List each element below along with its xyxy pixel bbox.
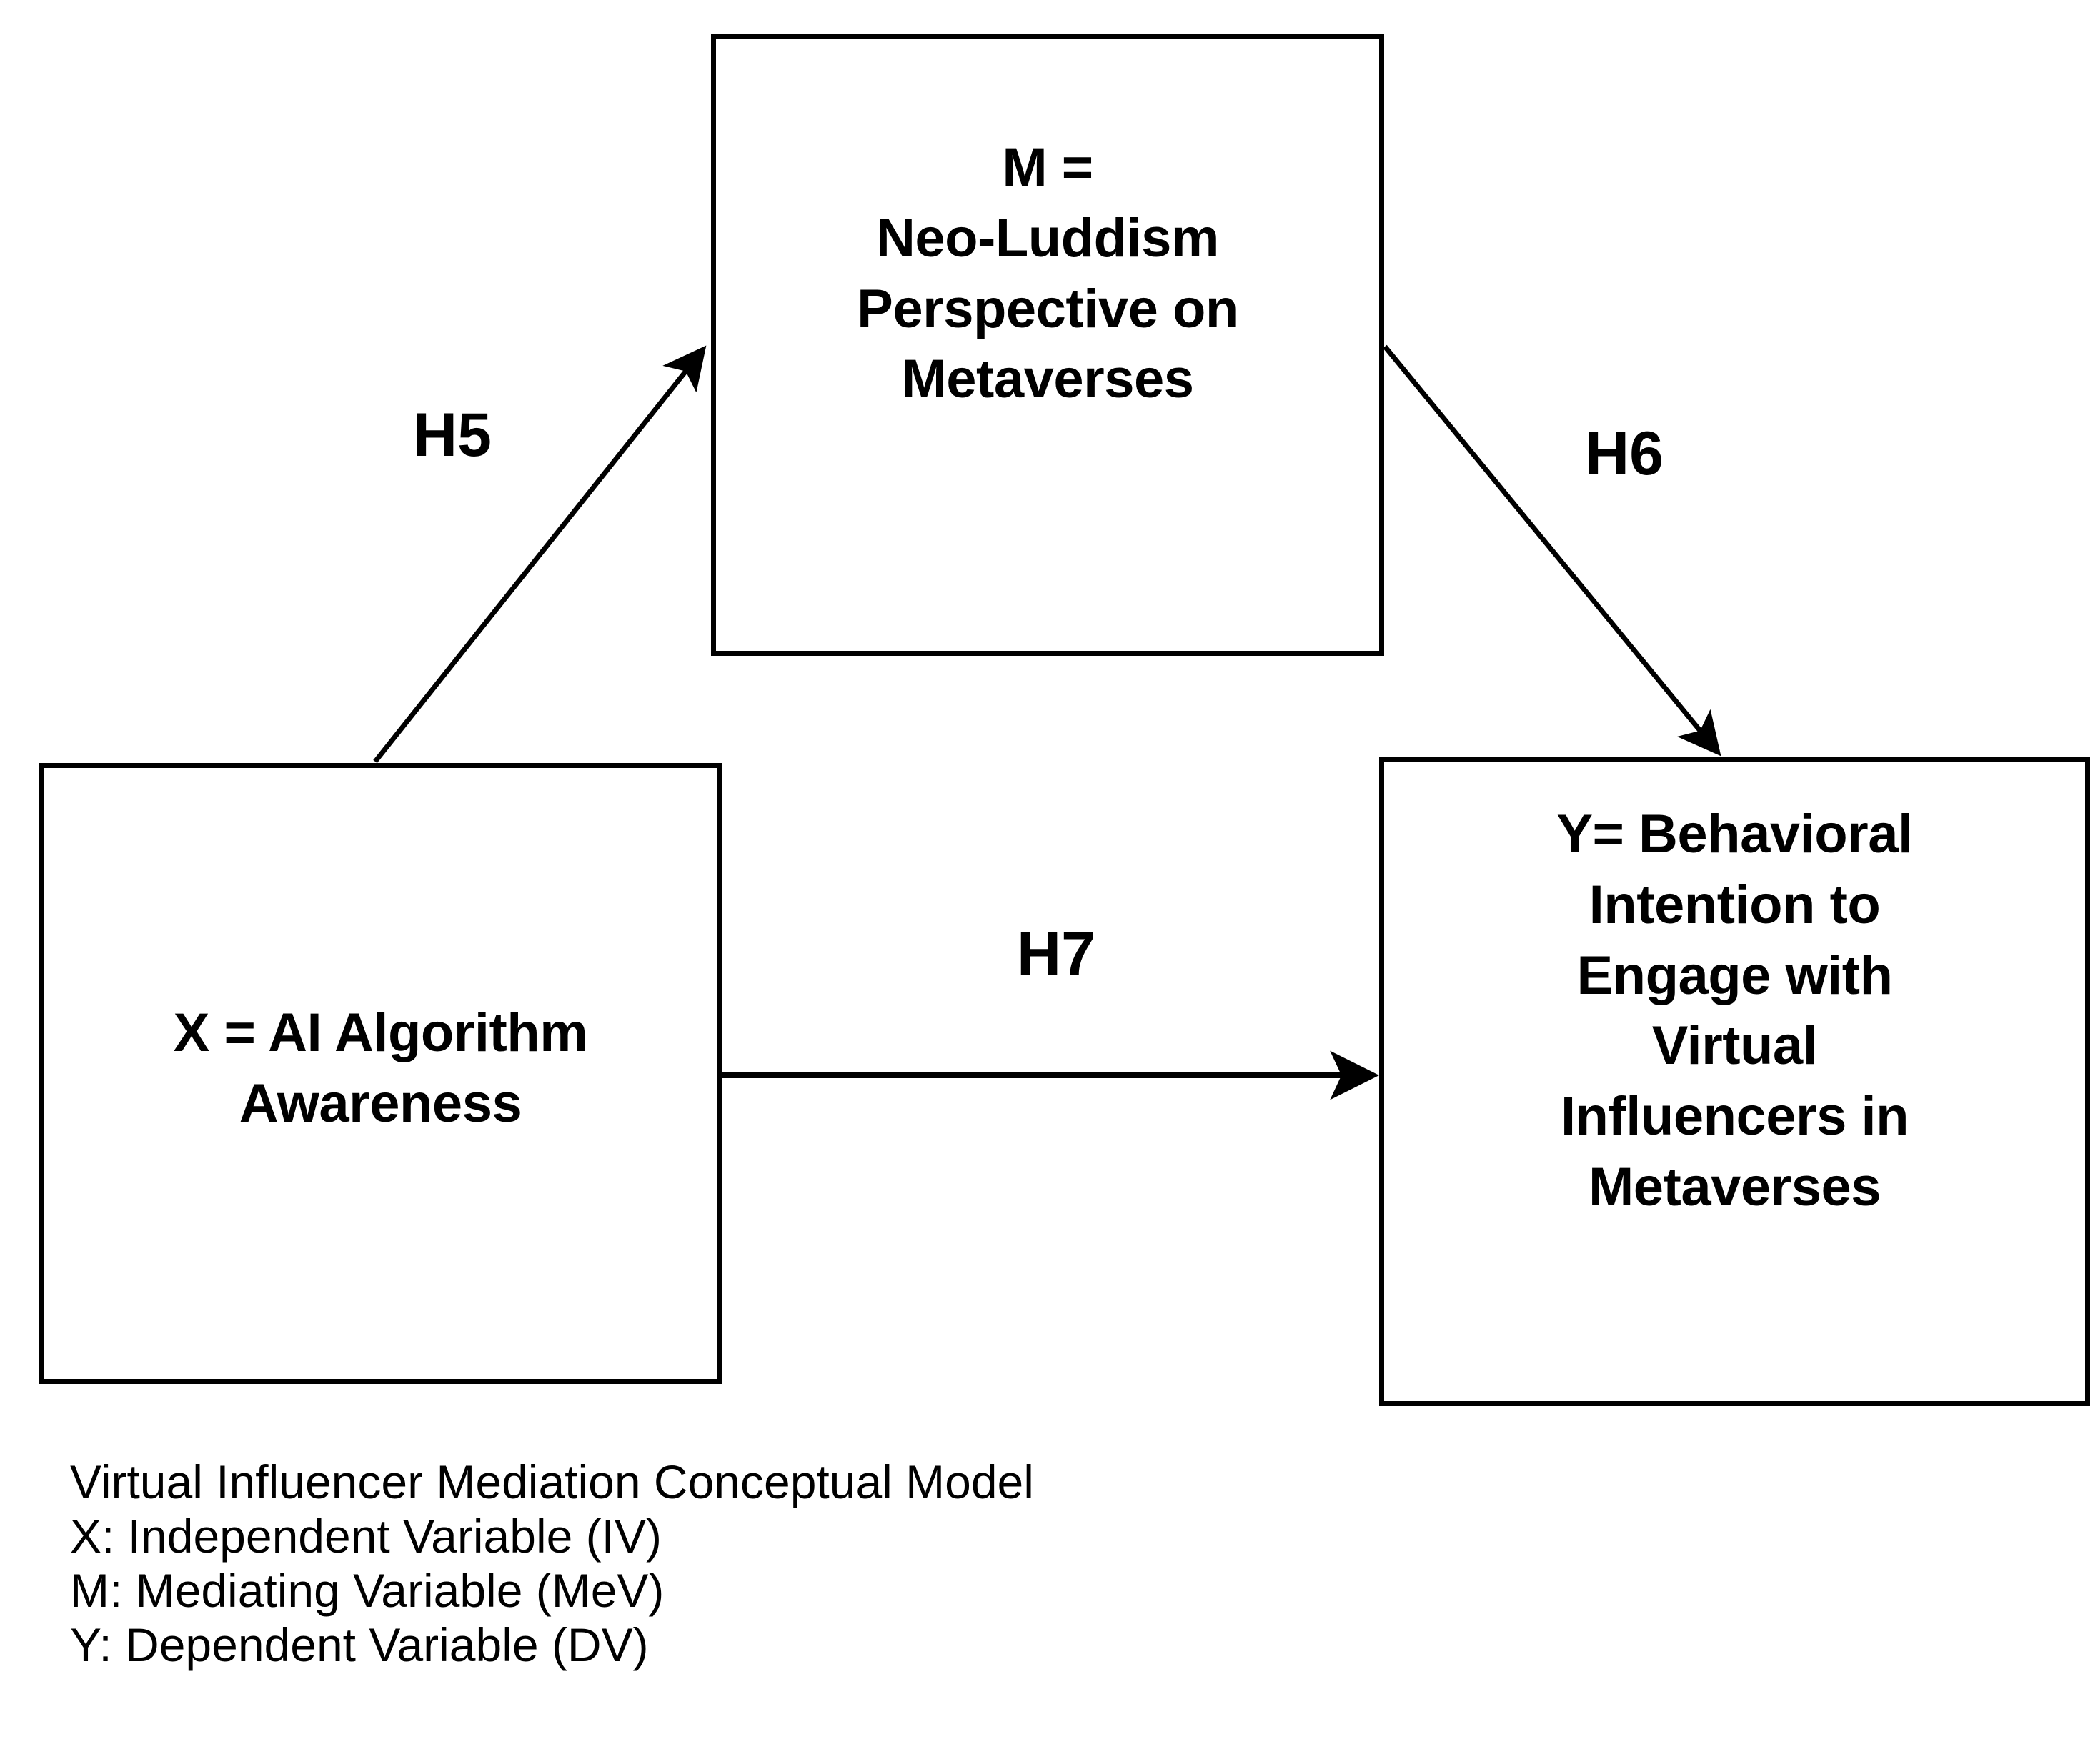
node-dependent-line-4: Virtual bbox=[1651, 1015, 1818, 1077]
node-dependent-line-3: Engage with bbox=[1576, 945, 1893, 1006]
node-mediator-line-4: Metaverses bbox=[901, 349, 1194, 410]
node-dependent-y: Y= Behavioral Intention to Engage with V… bbox=[1379, 757, 2090, 1406]
path-label-h7: H7 bbox=[1017, 920, 1095, 988]
node-dependent-line-5: Influencers in bbox=[1560, 1086, 1909, 1147]
path-label-h6: H6 bbox=[1585, 419, 1664, 488]
node-mediator-line-1: M = bbox=[1002, 137, 1093, 198]
caption-title: Virtual Influencer Mediation Conceptual … bbox=[70, 1455, 1034, 1508]
path-label-h5: H5 bbox=[413, 401, 492, 469]
node-independent-x: X = AI Algorithm Awareness bbox=[39, 763, 722, 1384]
arrow-h6 bbox=[1383, 344, 1721, 757]
caption-legend-m: M: Mediating Variable (MeV) bbox=[70, 1563, 665, 1617]
caption-legend-x: X: Independent Variable (IV) bbox=[70, 1509, 662, 1563]
node-dependent-line-6: Metaverses bbox=[1588, 1156, 1881, 1217]
node-dependent-line-2: Intention to bbox=[1589, 874, 1881, 935]
node-independent-line-2: Awareness bbox=[239, 1072, 522, 1134]
node-mediator-m: M = Neo-Luddism Perspective on Metaverse… bbox=[711, 34, 1384, 656]
figure-caption: Virtual Influencer Mediation Conceptual … bbox=[70, 1457, 1428, 1675]
node-mediator-line-2: Neo-Luddism bbox=[875, 207, 1220, 269]
node-dependent-line-1: Y= Behavioral bbox=[1556, 804, 1913, 864]
node-independent-line-1: X = AI Algorithm bbox=[173, 1002, 588, 1063]
node-mediator-line-3: Perspective on bbox=[857, 278, 1238, 339]
caption-legend-y: Y: Dependent Variable (DV) bbox=[70, 1618, 649, 1671]
